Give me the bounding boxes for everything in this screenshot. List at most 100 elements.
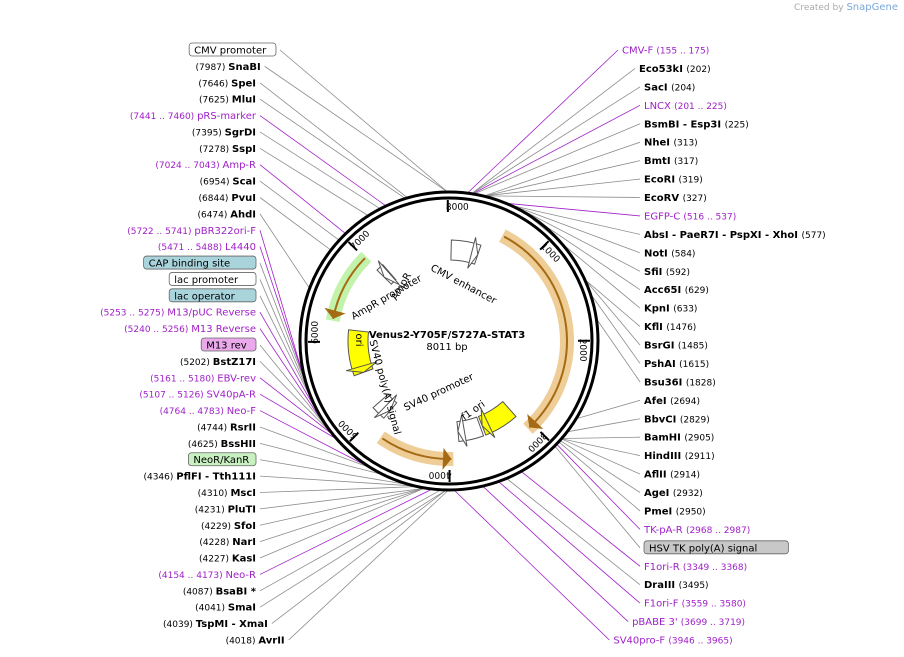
- feature-arrowhead: [457, 414, 468, 447]
- enzyme-label[interactable]: (5202) BstZ17I: [180, 357, 256, 368]
- enzyme-label[interactable]: NotI (584): [644, 248, 695, 259]
- enzyme-label[interactable]: (7625) MluI: [199, 95, 256, 106]
- enzyme-label[interactable]: (4228) NarI: [199, 537, 256, 548]
- leader-line: [473, 104, 641, 194]
- enzyme-label[interactable]: (6844) PvuI: [199, 193, 256, 204]
- enzyme-label[interactable]: Eco53kI (202): [639, 64, 711, 75]
- enzyme-label[interactable]: (4231) PluTI: [195, 504, 256, 515]
- enzyme-label[interactable]: PshAI (1615): [644, 359, 709, 370]
- enzyme-label[interactable]: (4744) RsrII: [197, 422, 256, 433]
- inner-feature-label: CMV enhancer: [429, 263, 499, 307]
- primer-label[interactable]: F1ori-F (3559 .. 3580): [644, 599, 746, 610]
- enzyme-label[interactable]: KflI (1476): [644, 322, 696, 333]
- primer-label[interactable]: (7024 .. 7043) Amp-R: [155, 160, 256, 171]
- enzyme-label[interactable]: (7646) SpeI: [198, 78, 256, 89]
- primer-label[interactable]: pBABE 3' (3699 .. 3719): [632, 617, 745, 628]
- feature-badge-label: CAP binding site: [149, 259, 231, 270]
- feature-arrowhead: [442, 447, 452, 470]
- enzyme-label[interactable]: (4229) SfoI: [201, 521, 256, 532]
- enzyme-label[interactable]: EcoRI (319): [644, 175, 703, 186]
- leader-line: [557, 444, 641, 530]
- feature-badge[interactable]: [188, 42, 277, 57]
- primer-label[interactable]: (5161 .. 5180) EBV-rev: [150, 373, 256, 384]
- enzyme-label[interactable]: (4346) PflFI - Tth111I: [143, 472, 256, 483]
- enzyme-label[interactable]: Acc65I (629): [644, 285, 709, 296]
- primer-label[interactable]: (5722 .. 5741) pBR322ori-F: [127, 226, 256, 237]
- enzyme-label[interactable]: (7987) SnaBI: [195, 62, 260, 73]
- leader-line: [259, 98, 405, 199]
- enzyme-label[interactable]: AfeI (2694): [644, 396, 700, 407]
- enzyme-label[interactable]: (6954) ScaI: [200, 177, 256, 188]
- ring-tick: [539, 240, 550, 251]
- leader-line: [509, 203, 641, 217]
- enzyme-label[interactable]: NheI (313): [644, 138, 698, 149]
- feature-badge[interactable]: [143, 255, 257, 270]
- enzyme-label[interactable]: BsmBI - Esp3I (225): [644, 119, 749, 130]
- enzyme-label[interactable]: AbsI - PaeR7I - PspXI - XhoI (577): [644, 230, 826, 241]
- feature-venus2-orf[interactable]: [499, 229, 574, 434]
- enzyme-label[interactable]: Bsu36I (1828): [644, 377, 716, 388]
- primer-label[interactable]: (5471 .. 5488) L4440: [158, 242, 256, 253]
- enzyme-label[interactable]: EcoRV (327): [644, 193, 707, 204]
- enzyme-label[interactable]: BamHI (2905): [644, 433, 714, 444]
- ring-tick-label: 5000: [337, 417, 361, 440]
- leader-line: [485, 160, 641, 197]
- primer-label[interactable]: SV40pro-F (3946 .. 3965): [613, 636, 732, 647]
- enzyme-label[interactable]: BmtI (317): [644, 156, 698, 167]
- feature-badge[interactable]: [200, 337, 257, 352]
- leader-line: [521, 471, 641, 567]
- enzyme-label[interactable]: (7395) SgrDI: [192, 127, 256, 138]
- enzyme-label[interactable]: (6474) AhdI: [197, 209, 256, 220]
- leader-line: [507, 478, 641, 586]
- feature-badge[interactable]: [643, 540, 789, 555]
- primer-label[interactable]: (5107 .. 5126) SV40pA-R: [139, 390, 256, 401]
- enzyme-label[interactable]: (4087) BsaBI *: [183, 586, 257, 597]
- primer-label[interactable]: TK-pA-R (2968 .. 2987): [643, 525, 750, 536]
- leader-line: [472, 86, 641, 194]
- feature-badge-label: lac promoter: [174, 275, 239, 286]
- leader-line: [259, 488, 423, 526]
- enzyme-label[interactable]: AflII (2914): [644, 470, 700, 481]
- enzyme-label[interactable]: BbvCI (2829): [644, 414, 710, 425]
- enzyme-label[interactable]: SfiI (592): [644, 267, 690, 278]
- leader-line: [259, 230, 303, 374]
- feature-arrowhead: [377, 260, 400, 286]
- leader-line: [472, 68, 636, 194]
- feature-ampr[interactable]: [325, 251, 372, 323]
- primer-label[interactable]: (4764 .. 4783) Neo-F: [160, 406, 257, 417]
- primer-label[interactable]: (5240 .. 5256) M13 Reverse: [124, 324, 256, 335]
- enzyme-label[interactable]: (7278) SspI: [199, 144, 256, 155]
- feature-badge[interactable]: [168, 272, 257, 286]
- enzyme-label[interactable]: BsrGI (1485): [644, 341, 708, 352]
- enzyme-label[interactable]: SacI (204): [644, 82, 695, 93]
- enzyme-label[interactable]: (4018) AvrII: [226, 636, 285, 647]
- leader-line: [259, 328, 326, 426]
- ring-tick-label: 4000: [428, 469, 451, 479]
- enzyme-label[interactable]: KpnI (633): [644, 304, 697, 315]
- enzyme-label[interactable]: (4310) MscI: [198, 488, 256, 499]
- leader-line: [562, 438, 641, 457]
- leader-line: [468, 49, 619, 193]
- leader-line: [555, 446, 641, 549]
- primer-label[interactable]: (4154 .. 4173) Neo-R: [158, 570, 256, 581]
- enzyme-label[interactable]: AgeI (2932): [644, 488, 703, 499]
- feature-core: [503, 235, 568, 429]
- enzyme-label[interactable]: (4041) SmaI: [195, 603, 256, 614]
- feature-badge[interactable]: [187, 452, 257, 467]
- primer-label[interactable]: F1ori-R (3349 .. 3368): [644, 562, 747, 573]
- primer-label[interactable]: (7441 .. 7460) pRS-marker: [130, 111, 257, 122]
- leader-line: [259, 410, 365, 465]
- leader-line: [475, 123, 641, 194]
- primer-label[interactable]: CMV-F (155 .. 175): [622, 46, 709, 57]
- primer-label[interactable]: LNCX (201 .. 225): [644, 101, 727, 112]
- primer-label[interactable]: (5253 .. 5275) M13/pUC Reverse: [100, 308, 256, 319]
- enzyme-label[interactable]: (4039) TspMI - XmaI: [163, 619, 268, 630]
- enzyme-label[interactable]: (4625) BssHII: [188, 439, 256, 450]
- feature-badge[interactable]: [168, 288, 257, 303]
- enzyme-label[interactable]: (4227) KasI: [199, 554, 256, 565]
- feature-arrowhead: [324, 307, 346, 319]
- enzyme-label[interactable]: HindIII (2911): [644, 451, 715, 462]
- enzyme-label[interactable]: DraIII (3495): [644, 580, 709, 591]
- enzyme-label[interactable]: PmeI (2950): [644, 506, 706, 517]
- primer-label[interactable]: EGFP-C (516 .. 537): [644, 211, 736, 222]
